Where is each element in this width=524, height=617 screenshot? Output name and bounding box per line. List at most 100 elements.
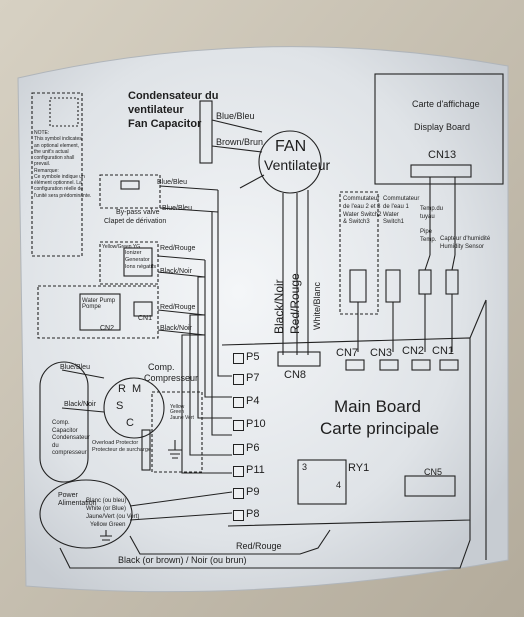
pin-p11-label: P11 bbox=[246, 464, 265, 476]
note-box bbox=[31, 92, 83, 257]
cn13-label: CN13 bbox=[428, 149, 457, 161]
fan-cap-wire2-label: Brown/Brun bbox=[216, 137, 264, 147]
bypass-valve-box bbox=[99, 174, 161, 209]
cn3-label: CN3 bbox=[370, 347, 393, 359]
note-symbol bbox=[49, 97, 79, 127]
pin-p6-box bbox=[233, 444, 244, 455]
compressor-r-terminal: R bbox=[118, 383, 126, 395]
pin-p8-label: P8 bbox=[246, 508, 260, 520]
cn8-label: CN8 bbox=[284, 369, 307, 381]
main-board-outline bbox=[221, 337, 471, 527]
power-plug-oval bbox=[39, 479, 133, 549]
relay-pin4-label: 4 bbox=[336, 480, 342, 490]
fan-fr-label: Ventilateur bbox=[264, 157, 331, 173]
pump-connector bbox=[133, 301, 153, 317]
cn2-connector bbox=[411, 359, 431, 371]
compressor-ground-box bbox=[151, 391, 203, 473]
pin-p9-label: P9 bbox=[246, 486, 260, 498]
relay-ry1 bbox=[297, 459, 347, 505]
overload-protector bbox=[141, 429, 151, 471]
cn5-label: CN5 bbox=[424, 467, 443, 477]
fan-wire-black-label: Black/Noir bbox=[272, 279, 286, 334]
bypass-valve-icon bbox=[120, 180, 140, 190]
pump-wire1-label: Red/Rouge bbox=[160, 304, 196, 311]
compressor-m-terminal: M bbox=[132, 383, 142, 395]
power-ground-symbol bbox=[100, 530, 112, 541]
cn5-connector bbox=[404, 475, 456, 497]
cn7-label: CN7 bbox=[336, 347, 359, 359]
power-wire-yg-label: Jaune/Vert (ou Vert) bbox=[86, 514, 140, 520]
pin-p7-box bbox=[233, 374, 244, 385]
power-wire-blue-label: Blanc (ou bleu) bbox=[86, 498, 127, 504]
relay-label: RY1 bbox=[348, 462, 370, 474]
fan-wire-red-label: Red/Rouge bbox=[288, 273, 302, 334]
bottom-wire-black-label: Black (or brown) / Noir (ou brun) bbox=[118, 555, 247, 565]
compressor-en-label: Comp. bbox=[148, 362, 175, 372]
cn13-connector bbox=[410, 164, 472, 178]
main-board-fr-label: Carte principale bbox=[320, 419, 440, 438]
ionizer-wire2-label: Black/Noir bbox=[160, 268, 192, 275]
pump-cn1-label: CN1 bbox=[138, 315, 153, 322]
fan-wire-white-label: White/Blanc bbox=[312, 281, 322, 330]
fan-capacitor-body bbox=[199, 100, 213, 164]
relay-pin3-label: 3 bbox=[302, 462, 308, 472]
cn7-connector bbox=[345, 359, 365, 371]
ionizer-ground-label: Yellow/Green YG bbox=[102, 244, 141, 250]
pin-p9-box bbox=[233, 488, 244, 499]
comp-cap-wire1-label: Blue/Bleu bbox=[60, 364, 90, 371]
comp-cap-wire2-label: Black/Noir bbox=[64, 401, 96, 408]
compressor-s-terminal: S bbox=[116, 400, 124, 412]
pin-p10-label: P10 bbox=[246, 418, 266, 430]
pin-p4-label: P4 bbox=[246, 395, 260, 407]
compressor-c-terminal: C bbox=[126, 417, 134, 429]
bypass-wire2-label: Blue/Bleu bbox=[162, 205, 192, 212]
cn1-label: CN1 bbox=[432, 345, 455, 357]
compressor-circle bbox=[103, 377, 165, 439]
pin-p4-box bbox=[233, 397, 244, 408]
compressor-ground-label: Yellow Green Jaune Vert bbox=[170, 404, 194, 421]
cn1-connector bbox=[439, 359, 459, 371]
display-board-box bbox=[374, 73, 504, 185]
compressor-ground-symbol bbox=[168, 440, 182, 459]
pin-p5-box bbox=[233, 353, 244, 364]
display-board-fr-label: Carte d'affichage bbox=[412, 99, 480, 109]
pump-cn2-label: CN2 bbox=[100, 325, 115, 332]
bypass-valve-en-label: By-pass valve bbox=[116, 209, 160, 216]
pump-box bbox=[37, 285, 159, 339]
pin-p6-label: P6 bbox=[246, 442, 260, 454]
compressor-fr-label: Compresseur bbox=[144, 373, 199, 383]
pin-p10-box bbox=[233, 420, 244, 431]
fan-capacitor-fr-label: Condensateur du bbox=[128, 90, 219, 102]
pin-p8-box bbox=[233, 510, 244, 521]
power-wire-white-label: White (or Blue) bbox=[86, 506, 127, 512]
pump-body bbox=[79, 293, 121, 331]
label-sticker bbox=[17, 46, 509, 593]
display-board-en-label: Display Board bbox=[414, 122, 471, 132]
power-wire-yg2-label: Yellow Green bbox=[90, 522, 126, 528]
pump-wire2-label: Black/Noir bbox=[160, 325, 192, 332]
pin-p7-label: P7 bbox=[246, 372, 260, 384]
cn3-connector bbox=[379, 359, 399, 371]
fan-circle bbox=[258, 130, 322, 194]
fan-en-label: FAN bbox=[275, 138, 307, 155]
cn2-label: CN2 bbox=[402, 345, 425, 357]
pin-p11-box bbox=[233, 466, 244, 477]
pin-p5-label: P5 bbox=[246, 351, 260, 363]
ionizer-wire1-label: Red/Rouge bbox=[160, 245, 196, 252]
ionizer-body bbox=[123, 247, 153, 277]
bypass-valve-fr-label: Clapet de dérivation bbox=[104, 218, 167, 225]
cn8-connector bbox=[277, 351, 321, 367]
bottom-wire-red-label: Red/Rouge bbox=[236, 541, 282, 551]
fan-capacitor-en-label: Fan Capacitor bbox=[128, 118, 202, 130]
